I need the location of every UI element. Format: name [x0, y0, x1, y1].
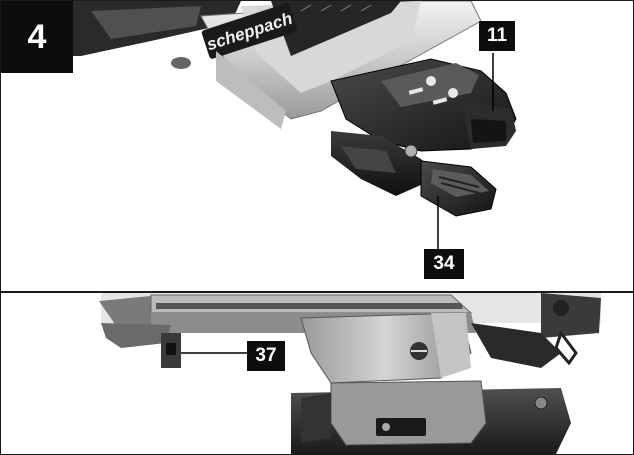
callout-37-label: 37 [255, 345, 277, 366]
handle-illustration: scheppach [73, 1, 517, 251]
angle-indicator-slot [376, 418, 426, 436]
base-casting-highlight [91, 6, 201, 39]
callout-11-label: 11 [486, 25, 508, 46]
base-left-foot [301, 393, 331, 443]
rail-scale-ticks [300, 4, 372, 12]
lower-lever-face [341, 146, 396, 173]
grip-ridge [440, 182, 480, 194]
callout-34: 34 [424, 249, 464, 279]
fence-scale [156, 303, 463, 309]
panel-divider [1, 291, 633, 293]
indicator-screw [382, 423, 390, 431]
grip-ridge [438, 176, 480, 188]
callout-34-label: 34 [433, 253, 455, 274]
lock-symbols [408, 76, 458, 105]
rail-scale-strip [271, 1, 401, 56]
right-handle-loop [554, 329, 578, 366]
callout-37: 37 [247, 341, 285, 371]
figure-number: 4 [27, 17, 47, 56]
screw-head [171, 57, 191, 69]
saw-table-illustration [99, 293, 601, 454]
blade-guard [431, 313, 471, 378]
right-motor-part [541, 293, 601, 338]
right-lever[interactable] [471, 323, 561, 368]
figure-number-badge: 4 [1, 1, 73, 73]
base-bolt [534, 396, 548, 410]
pivot-screw [404, 144, 418, 158]
top-panel: scheppach [1, 1, 633, 291]
handle-front-recess [471, 119, 506, 143]
bottom-panel: 37 [1, 293, 633, 454]
callout-11: 11 [479, 21, 515, 51]
extension-arm [101, 323, 171, 348]
rail-side-face [216, 51, 286, 129]
locking-knob-grip [166, 343, 176, 355]
motor-knob [553, 300, 569, 316]
